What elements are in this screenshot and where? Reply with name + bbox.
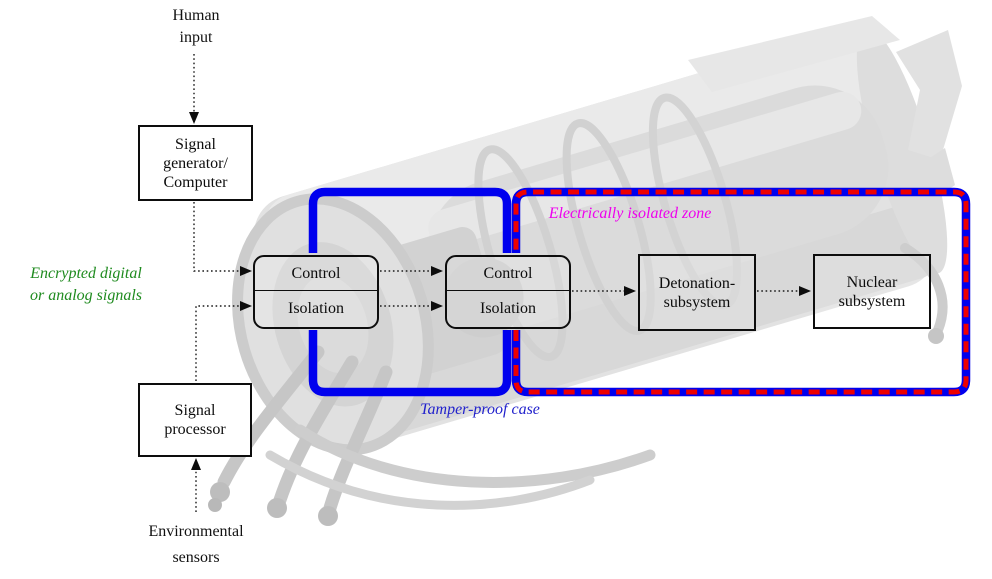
arrow-processor-to-control1 (195, 301, 252, 381)
photo-group (208, 16, 962, 526)
isolation-label-2: Isolation (480, 300, 536, 318)
control-isolation-box-2: Control Isolation (445, 255, 571, 329)
nuclear-subsystem-box: Nuclear subsystem (813, 254, 931, 329)
tamper-proof-case-outline (308, 187, 512, 397)
electrically-isolated-zone-label: Electrically isolated zone (548, 205, 712, 222)
control-label-1: Control (255, 257, 377, 291)
control-label-2: Control (447, 257, 569, 291)
control-isolation-box-1: Control Isolation (253, 255, 379, 329)
signal-generator-box: Signal generator/ Computer (138, 125, 253, 201)
isolation-label-1: Isolation (288, 300, 344, 318)
signal-processor-box: Signal processor (138, 383, 252, 457)
tamper-proof-case-label: Tamper-proof case (420, 401, 540, 418)
electrically-isolated-zone-outline (511, 187, 971, 397)
detonation-subsystem-box: Detonation- subsystem (638, 254, 756, 331)
human-input-label: Human input (172, 7, 220, 46)
encrypted-signals-label: Encrypted digital or analog signals (29, 265, 142, 304)
signal-connectors (189, 54, 811, 512)
arrow-generator-to-control1 (193, 202, 252, 276)
environmental-sensors-label: Environmental sensors (148, 523, 244, 566)
